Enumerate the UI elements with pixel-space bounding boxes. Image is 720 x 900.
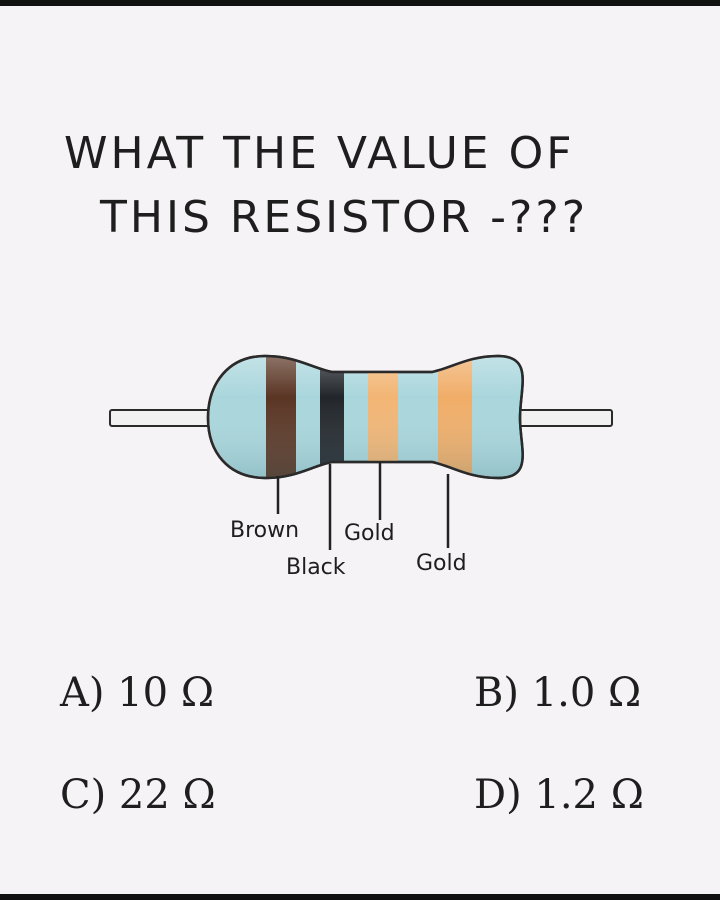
question-title-line-1: WHAT THE VALUE OF (64, 128, 575, 179)
resistor-body-outline (206, 354, 524, 480)
left-lead-wire (109, 409, 213, 427)
band-label-brown: Brown (230, 518, 300, 543)
bottom-border (0, 894, 720, 900)
top-border (0, 0, 720, 6)
band-label-gold-2: Gold (416, 551, 467, 576)
resistor-illustration (109, 354, 613, 550)
answer-option-b[interactable]: B) 1.0 Ω (474, 670, 642, 716)
band-label-gold-1: Gold (344, 521, 395, 546)
question-title-line-2: THIS RESISTOR -??? (100, 192, 589, 243)
answer-option-d[interactable]: D) 1.2 Ω (474, 772, 644, 818)
band-label-black: Black (286, 555, 346, 580)
body-shading (208, 356, 523, 478)
right-lead-wire (515, 409, 613, 427)
answer-option-c[interactable]: C) 22 Ω (60, 772, 216, 818)
answer-option-a[interactable]: A) 10 Ω (60, 670, 214, 716)
